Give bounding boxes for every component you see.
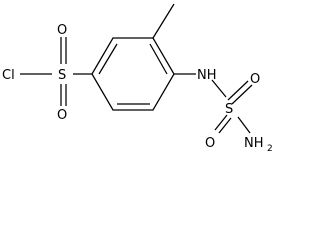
bond-s2-o-top-a	[227, 80, 249, 101]
bond-methyl	[152, 3, 175, 39]
atom-nh2-subscript: 2	[267, 144, 273, 152]
atom-nh: NH	[197, 68, 217, 83]
chemical-structure: Cl S O O NH S O O NH 2	[2, 3, 273, 152]
ring-outer	[91, 37, 175, 111]
bond-s2-o-top-b	[231, 84, 253, 105]
atom-s-right: S	[225, 102, 233, 117]
ring-double-2	[149, 43, 168, 75]
atom-cl: Cl	[2, 68, 15, 83]
atom-nh2: NH	[244, 136, 264, 151]
atom-o-right-bottom: O	[205, 136, 215, 151]
atom-o-left-bottom: O	[57, 108, 67, 123]
atom-s-left: S	[58, 68, 66, 83]
atom-o-right-top: O	[250, 72, 260, 87]
bond-s2-o-bottom-a	[214, 114, 228, 131]
atom-o-left-top: O	[57, 23, 67, 38]
bond-s2-o-bottom-b	[218, 117, 232, 134]
bond-nh-s	[211, 79, 227, 98]
bond-s2-nh2	[237, 116, 251, 134]
ring-double-1	[98, 43, 118, 75]
